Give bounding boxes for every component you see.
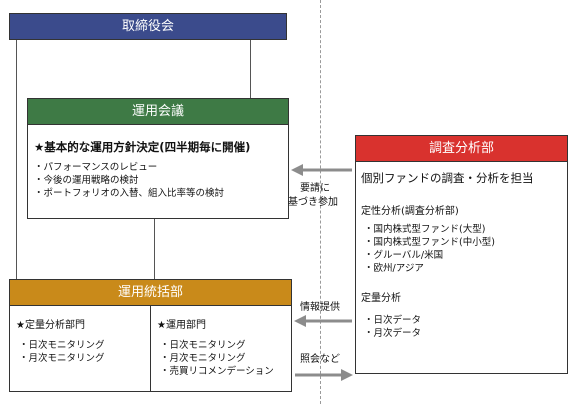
quantitative-item: ・日次データ [364,315,422,326]
committee-item: ・ポートフォリオの入替、組入比率等の検討 [34,188,225,199]
connector-board-committee [250,40,251,98]
qualitative-item: ・国内株式型ファンド(大型) [364,224,486,235]
ops-dept-heading: ★運用部門 [157,320,206,331]
committee-item: ・パフォーマンスのレビュー [34,162,158,173]
quant-dept-item: ・月次モニタリング [19,353,105,364]
quantitative-heading: 定量分析 [361,293,401,304]
committee-heading: ★基本的な運用方針決定(四半期毎に開催) [34,140,251,154]
ops-dept-item: ・売買リコメンデーション [160,366,274,377]
research-header: 調査分析部 [355,135,568,162]
separator-line [320,0,321,404]
qualitative-item: ・グルーバル/米国 [364,250,444,261]
quantitative-item: ・月次データ [364,328,422,339]
qualitative-item: ・欧州/アジア [364,263,424,274]
ops-dept-item: ・日次モニタリング [160,340,246,351]
qualitative-item: ・国内株式型ファンド(中小型) [364,237,495,248]
request-label-line2: 基づき参加 [288,197,338,208]
info-label: 情報提供 [300,302,340,313]
qualitative-heading: 定性分析(調査分析部) [361,206,459,217]
connector-committee-control [154,219,155,279]
research-subtitle: 個別ファンドの調査・分析を担当 [361,171,534,185]
quant-dept-heading: ★定量分析部門 [16,320,85,331]
request-label-line1: 要請に [300,183,330,194]
quant-dept-item: ・日次モニタリング [19,340,105,351]
control-header: 運用統括部 [9,279,292,306]
board-header: 取締役会 [9,13,287,40]
inquiry-label: 照会など [300,354,340,365]
connector-board-control [16,40,17,280]
committee-header: 運用会議 [27,98,289,125]
ops-dept-item: ・月次モニタリング [160,353,246,364]
research-box [355,135,568,374]
control-divider [150,306,151,392]
committee-item: ・今後の運用戦略の検討 [34,175,139,186]
